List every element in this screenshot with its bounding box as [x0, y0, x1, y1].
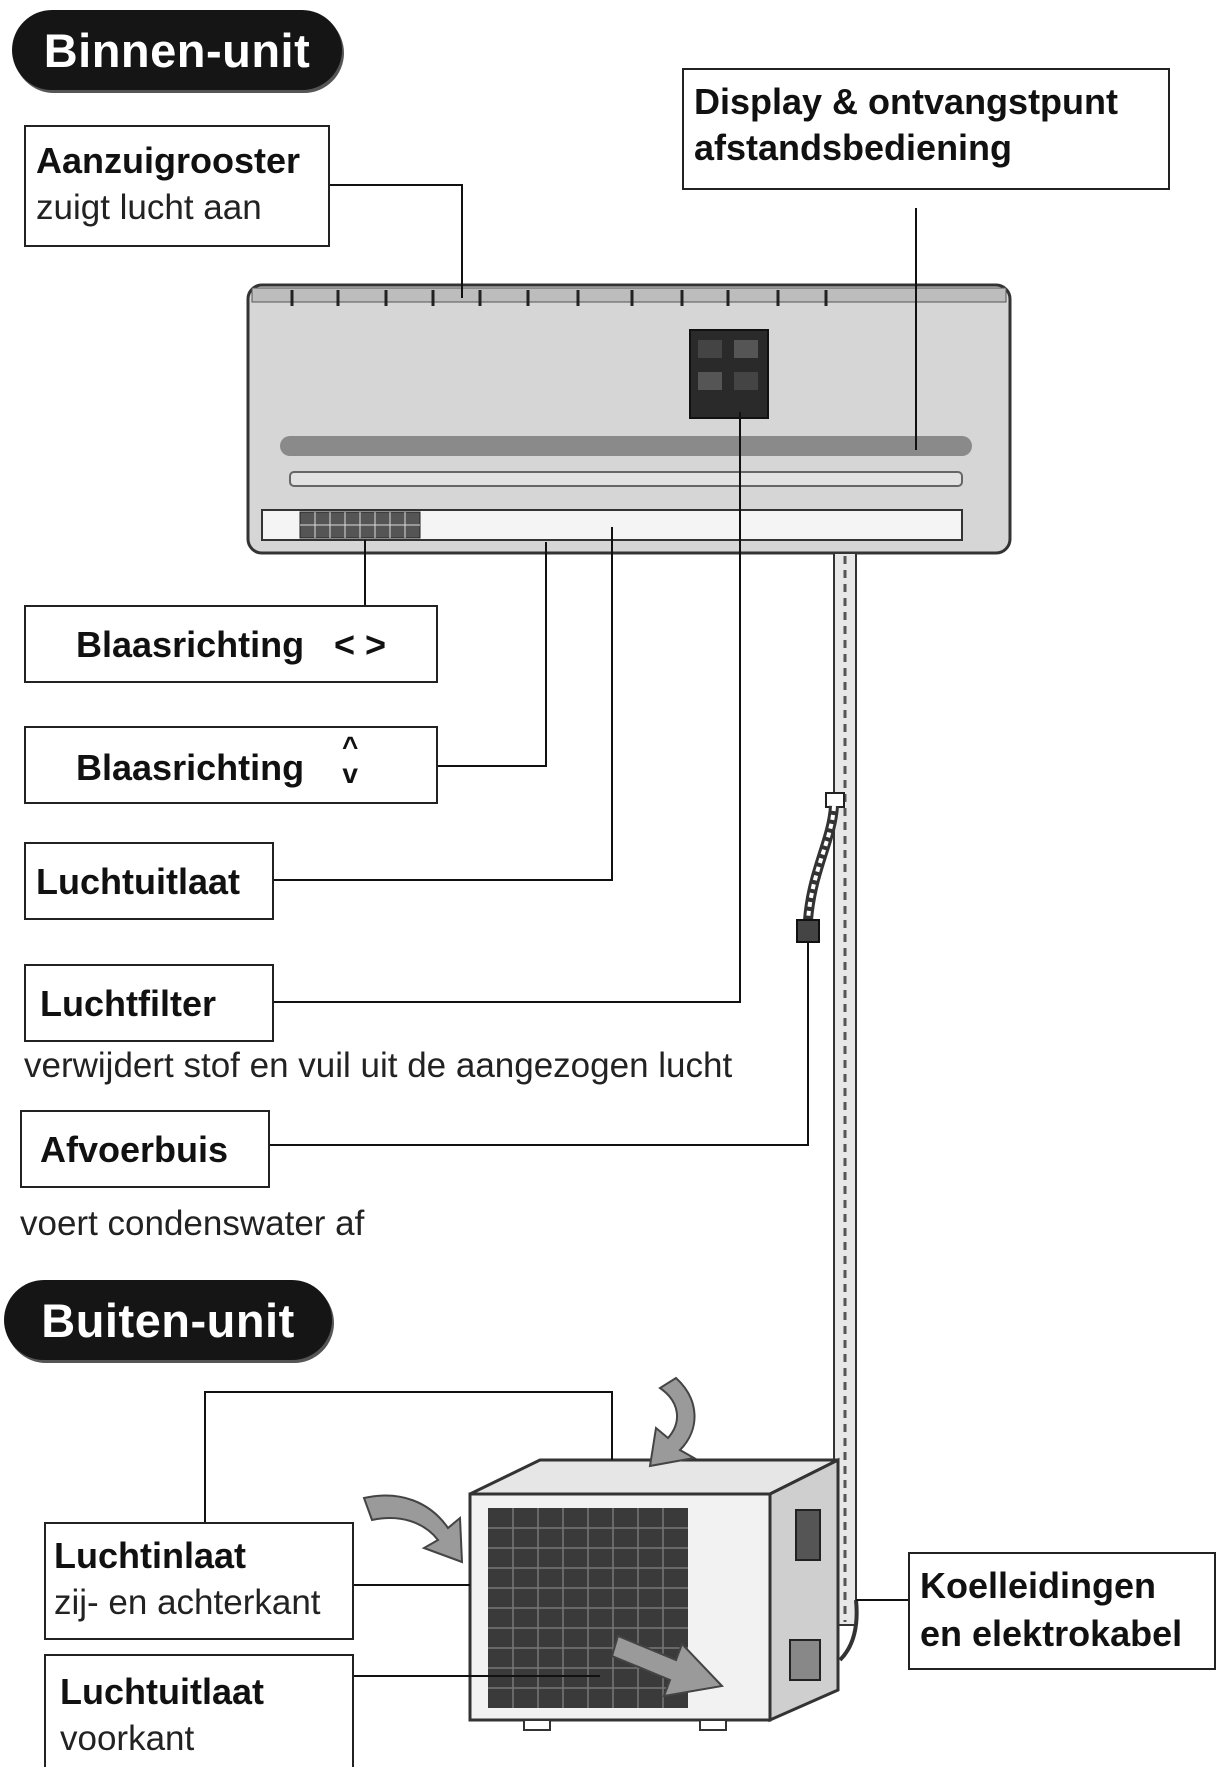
- blow-ud-title: Blaasrichting: [76, 747, 305, 788]
- display-line2: afstandsbediening: [694, 127, 1013, 168]
- outdoor-unit: [468, 1457, 840, 1731]
- air-filter-title: Luchtfilter: [40, 983, 216, 1024]
- arrow-in-top: [648, 1376, 697, 1468]
- label-air-filter: Luchtfilter: [24, 964, 274, 1042]
- arrow-out-front: [610, 1634, 725, 1698]
- intake-grille-desc: zuigt lucht aan: [36, 188, 262, 227]
- leader-air-filter: [274, 412, 741, 1003]
- blow-ud-symbol-up: ^: [342, 731, 359, 762]
- air-outlet-outdoor-desc: voorkant: [60, 1719, 195, 1758]
- air-filter-desc: verwijdert stof en vuil uit de aangezoge…: [24, 1046, 733, 1085]
- drain-pipe-desc: voert condenswater af: [20, 1204, 365, 1243]
- label-blow-ud: Blaasrichting ^ v: [24, 726, 438, 804]
- leader-drain: [270, 942, 809, 1146]
- blow-ud-symbol-down: v: [342, 757, 358, 789]
- label-air-outlet: Luchtuitlaat: [24, 842, 274, 920]
- label-blow-lr: Blaasrichting < >: [24, 605, 438, 683]
- leader-blow-ud: [437, 542, 547, 767]
- label-air-outlet-outdoor: Luchtuitlaat voorkant: [44, 1654, 354, 1767]
- leader-lines: [204, 184, 917, 1677]
- display-line1: Display & ontvangstpunt: [694, 81, 1119, 122]
- intake-grille-slots: [290, 290, 828, 306]
- label-display: Display & ontvangstpunt afstandsbedienin…: [682, 68, 1170, 190]
- label-cooling-lines: Koelleidingen en elektrokabel: [908, 1552, 1216, 1670]
- air-outlet-title: Luchtuitlaat: [36, 861, 240, 902]
- indoor-unit: [246, 283, 1012, 555]
- drain-pipe-title: Afvoerbuis: [40, 1129, 229, 1170]
- blow-lr-symbol: < >: [334, 624, 387, 665]
- air-inlet-outdoor-desc: zij- en achterkant: [54, 1583, 321, 1622]
- leader-air-outlet: [274, 527, 613, 881]
- label-intake-grille: Aanzuigrooster zuigt lucht aan: [24, 125, 330, 247]
- indoor-unit-title: Binnen-unit: [12, 10, 342, 90]
- leader-intake-grille: [330, 184, 463, 298]
- airflow-arrows: [362, 1376, 725, 1698]
- drain-hose: [796, 792, 845, 943]
- outdoor-unit-title: Buiten-unit: [4, 1280, 332, 1360]
- blow-lr-title: Blaasrichting: [76, 624, 305, 665]
- air-outlet-outdoor-title: Luchtuitlaat: [60, 1671, 264, 1712]
- label-air-inlet-outdoor: Luchtinlaat zij- en achterkant: [44, 1522, 354, 1640]
- cooling-lines-line2: en elektrokabel: [920, 1613, 1183, 1654]
- label-drain-pipe: Afvoerbuis: [20, 1110, 270, 1188]
- intake-grille-title: Aanzuigrooster: [36, 140, 301, 181]
- cooling-lines-line1: Koelleidingen: [920, 1565, 1157, 1606]
- refrigerant-pipe: [833, 552, 859, 1662]
- leader-air-inlet: [204, 1391, 613, 1522]
- arrow-in-side: [362, 1494, 464, 1564]
- air-inlet-outdoor-title: Luchtinlaat: [54, 1535, 247, 1576]
